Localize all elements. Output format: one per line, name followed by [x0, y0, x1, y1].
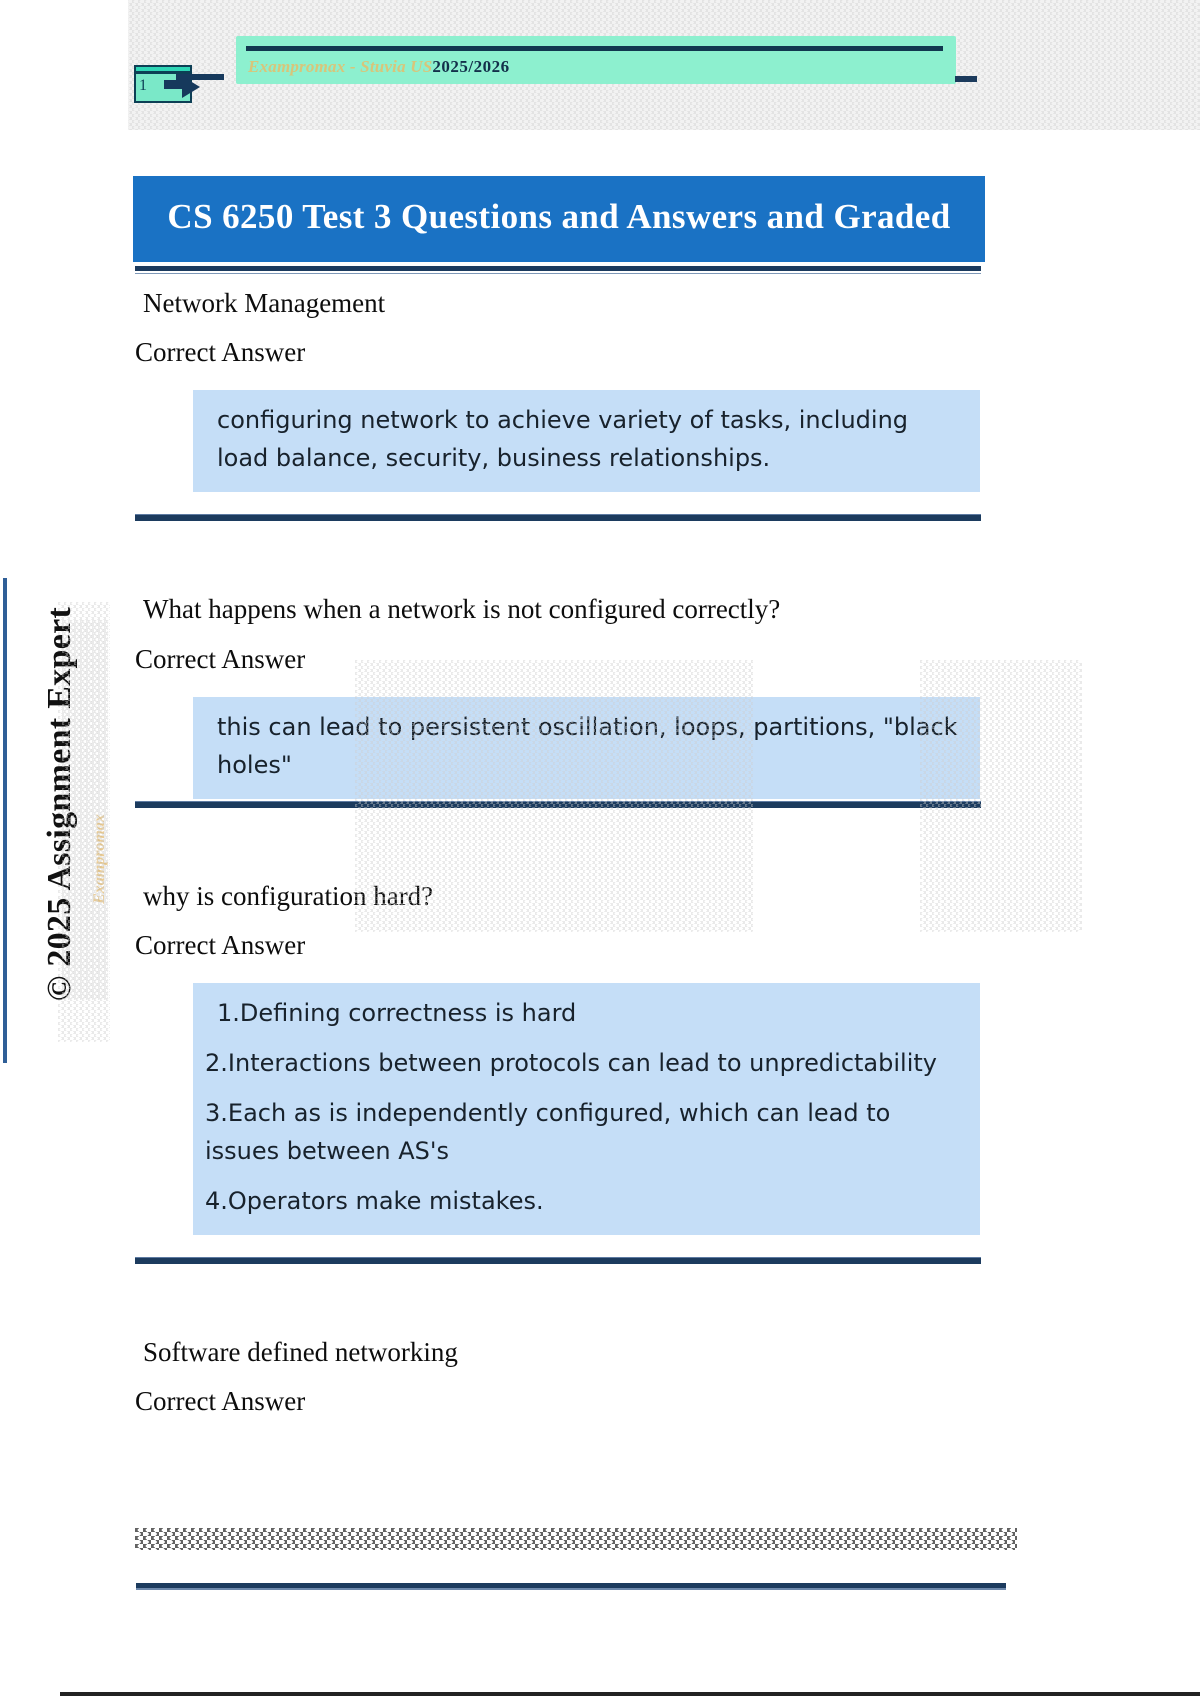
answer-line: 4.Operators make mistakes. — [205, 1186, 544, 1215]
spacer — [133, 521, 1033, 577]
faint-watermark: Exampromax — [91, 814, 108, 904]
arrow-bar — [176, 74, 224, 80]
correct-answer-label: Correct Answer — [135, 643, 306, 674]
answer-box: this can lead to persistent oscillation,… — [193, 696, 980, 799]
arrow-tab-cap — [136, 67, 190, 74]
arrow-stem — [164, 80, 190, 89]
question-text: Network Management — [143, 288, 386, 319]
header-text: Exampromax - Stuvia US2025/2026 — [248, 53, 948, 81]
qa-block-2: What happens when a network is not confi… — [133, 577, 1033, 808]
page-title: CS 6250 Test 3 Questions and Answers and… — [167, 197, 951, 236]
correct-answer-label: Correct Answer — [135, 929, 306, 960]
zigzag-pattern — [135, 1528, 1017, 1550]
header-academic-year: 2025/2026 — [432, 57, 510, 76]
watermark-rail-border — [3, 578, 7, 1063]
footer-rule — [60, 1692, 1200, 1696]
document-body: CS 6250 Test 3 Questions and Answers and… — [133, 176, 1033, 1417]
divider-after-block-3 — [135, 1256, 981, 1264]
answer-line: 3.Each as is independently configured, w… — [205, 1098, 891, 1165]
header-band — [236, 36, 956, 84]
qa-block-3: why is configuration hard? Correct Answe… — [133, 864, 1033, 1264]
spacer — [133, 808, 1033, 864]
page-number: 1 — [139, 77, 147, 94]
bottom-divider — [136, 1583, 1006, 1590]
correct-answer-label: Correct Answer — [135, 337, 306, 368]
watermark-rail: © 2025 Assignment Expert Exampromax — [0, 560, 110, 1080]
answer-box: configuring network to achieve variety o… — [193, 390, 980, 493]
answer-line: configuring network to achieve variety o… — [217, 406, 909, 473]
watermark-rail-texture — [58, 602, 110, 1042]
question-text: What happens when a network is not confi… — [143, 594, 781, 625]
divider-after-block-1 — [135, 514, 981, 522]
spacer — [133, 1264, 1033, 1320]
qa-block-1: Network Management Correct Answer config… — [133, 271, 1033, 522]
question-text: Software defined networking — [143, 1336, 458, 1367]
answer-line: this can lead to persistent oscillation,… — [217, 712, 958, 779]
divider-under-title — [135, 266, 981, 272]
answer-line: 2.Interactions between protocols can lea… — [205, 1048, 937, 1077]
title-banner: CS 6250 Test 3 Questions and Answers and… — [133, 176, 985, 263]
divider-after-block-2 — [135, 800, 981, 808]
correct-answer-label: Correct Answer — [135, 1385, 306, 1416]
answer-box: 1.Defining correctness is hard 2.Interac… — [193, 982, 980, 1235]
arrow-head-icon — [182, 76, 200, 98]
spacer — [133, 1235, 1033, 1257]
header-stub-mark — [955, 76, 977, 82]
header-rule — [246, 46, 943, 51]
arrow-tab-icon: 1 — [134, 62, 229, 104]
answer-line: 1.Defining correctness is hard — [217, 998, 577, 1027]
qa-block-4: Software defined networking Correct Answ… — [133, 1320, 1033, 1417]
top-strip-left-white — [0, 0, 128, 130]
zigzag-divider-band — [135, 1528, 1017, 1550]
header-site-name: Exampromax - Stuvia US — [248, 57, 433, 76]
copyright-watermark: © 2025 Assignment Expert — [41, 606, 78, 1002]
spacer — [133, 492, 1033, 514]
question-text: why is configuration hard? — [143, 880, 434, 911]
